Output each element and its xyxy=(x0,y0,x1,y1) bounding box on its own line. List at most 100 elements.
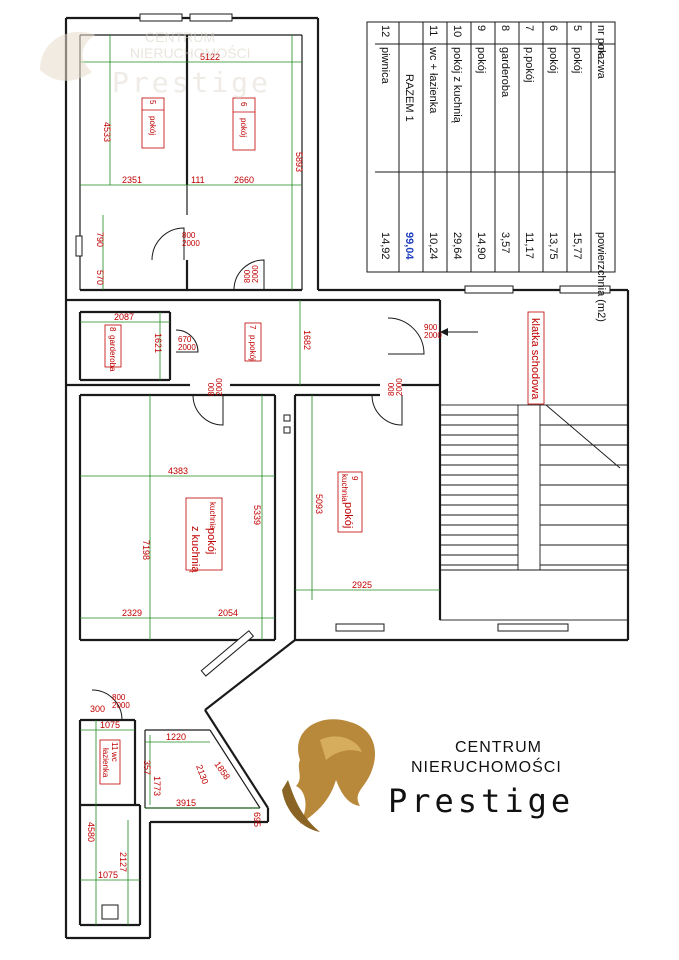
dim-1858: 1858 xyxy=(212,759,232,781)
room-11-nr: 11 xyxy=(110,742,119,751)
room-11-name: wc xyxy=(110,751,119,762)
table-header-cell: powierzchnia (m2) xyxy=(595,232,607,322)
table-cell: 14,90 xyxy=(475,232,487,260)
dim-2054: 2054 xyxy=(218,608,238,618)
watermark-middle: NIERUCHOMOŚCI xyxy=(130,44,251,61)
brand-logo: CENTRUM NIERUCHOMOŚCI Prestige xyxy=(282,719,570,832)
dim-1075-top: 1075 xyxy=(100,720,120,730)
table-cell: pokój xyxy=(547,47,559,73)
dim-1220: 1220 xyxy=(166,732,186,742)
table-cell: 13,75 xyxy=(547,232,559,260)
dim-357: 357 xyxy=(142,760,152,775)
dim-1075-bottom: 1075 xyxy=(98,870,118,880)
door-6-height: 2000 xyxy=(395,378,404,396)
dim-4383: 4383 xyxy=(168,466,188,476)
dim-5093: 5093 xyxy=(314,494,324,514)
door-4-size: 900 xyxy=(424,323,438,332)
stair-name: klatka schodowa xyxy=(529,318,541,400)
brand-top: CENTRUM xyxy=(455,739,542,756)
table-cell: 12 xyxy=(379,25,391,37)
room-6-nr: 6 xyxy=(239,102,248,107)
watermark-main: Prestige xyxy=(112,66,271,99)
room-5-label: 5 pokój xyxy=(141,97,165,149)
room-10-tag: kuchnia xyxy=(208,502,217,530)
dim-1682: 1682 xyxy=(302,330,312,350)
room-11-label: 11 wc łazienka xyxy=(99,739,121,785)
room-7-name: p.pokój xyxy=(248,335,257,361)
dim-5122: 5122 xyxy=(200,52,220,62)
watermark-top: CENTRUM xyxy=(145,29,215,45)
doors: 800 2000 800 2000 670 2000 900 2000 800 … xyxy=(91,227,478,721)
table-cell: 29,64 xyxy=(451,232,463,260)
room-7-nr: 7 xyxy=(248,325,257,330)
dim-111: 111 xyxy=(191,175,205,185)
dim-2351: 2351 xyxy=(122,175,142,185)
table-cell: pokój z kuchnią xyxy=(451,47,463,124)
room-10-sub: z kuchnią xyxy=(189,526,201,573)
table-cell: 14,92 xyxy=(379,232,391,260)
table-cell: 8 xyxy=(499,25,511,31)
door-3-size: 670 xyxy=(178,335,192,344)
table-cell: 15,77 xyxy=(571,232,583,260)
table-cell: 11,17 xyxy=(523,232,535,259)
room-8-label: 8 garderoba xyxy=(104,324,122,372)
room-5-nr: 5 xyxy=(148,100,157,105)
dim-7198: 7198 xyxy=(141,540,151,560)
dim-2130: 2130 xyxy=(194,763,210,785)
table-cell: pokój xyxy=(475,47,487,73)
lion-logo-icon xyxy=(282,719,376,832)
table-total-cell: RAZEM 1 xyxy=(403,74,415,122)
room-9-name: pokój xyxy=(342,502,354,528)
door-1-height: 2000 xyxy=(182,239,200,248)
room-6-label: 6 pokój xyxy=(232,97,256,151)
table-cell: pokój xyxy=(571,47,583,73)
table-header-cell: nazwa xyxy=(595,47,607,80)
watermark-lion-icon xyxy=(40,31,95,81)
room-8-name: garderoba xyxy=(108,335,117,372)
dim-1621: 1621 xyxy=(153,333,163,353)
table-total-cell: 99,04 xyxy=(403,232,415,260)
table-cell: 7 xyxy=(523,25,535,31)
door-5-height: 2000 xyxy=(215,378,224,396)
room-8-nr: 8 xyxy=(108,327,117,332)
table-cell: 10,24 xyxy=(427,232,439,260)
room-labels: 5 pokój 6 pokój 7 p.pokój 8 garderoba 9 … xyxy=(99,97,545,920)
dim-2127: 2127 xyxy=(118,852,128,872)
dim-2087: 2087 xyxy=(114,312,134,322)
dim-1773: 1773 xyxy=(152,776,162,796)
table-cell: piwnica xyxy=(379,47,391,85)
dim-300: 300 xyxy=(90,704,105,714)
table-cell: wc + łazienka xyxy=(427,46,439,114)
table-cell: 5 xyxy=(571,25,583,31)
room-11-sub: łazienka xyxy=(101,748,110,778)
table-cell: 11 xyxy=(427,25,439,36)
brand-middle: NIERUCHOMOŚCI xyxy=(411,757,562,776)
dim-5339: 5339 xyxy=(252,505,262,525)
stair-label: klatka schodowa xyxy=(527,311,545,405)
dim-695: 695 xyxy=(252,812,262,827)
table-cell: 6 xyxy=(547,25,559,31)
dim-570: 570 xyxy=(95,270,105,285)
room-9-label: 9 kuchnia pokój xyxy=(337,471,363,533)
table-cell: garderoba xyxy=(499,47,511,98)
watermark-logo: CENTRUM NIERUCHOMOŚCI Prestige xyxy=(40,29,271,99)
room-9-sub: kuchnia xyxy=(340,474,349,502)
room-7-label: 7 p.pokój xyxy=(244,322,262,362)
room-5-name: pokój xyxy=(148,116,157,135)
dim-2329: 2329 xyxy=(122,608,142,618)
table-cell: 9 xyxy=(475,25,487,31)
door-4-height: 2000 xyxy=(424,331,442,340)
door-7-size: 800 xyxy=(112,693,126,702)
room-10-nr-name: pokój xyxy=(205,528,217,554)
door-6-size: 800 xyxy=(387,382,396,396)
dimension-lines xyxy=(80,35,440,925)
room-9-nr: 9 xyxy=(350,476,359,481)
room-6-name: pokój xyxy=(239,118,248,137)
door-5-size: 800 xyxy=(207,382,216,396)
table-cell: 10 xyxy=(451,25,463,37)
table-cell: p.pokój xyxy=(523,47,535,82)
walls xyxy=(64,16,630,940)
dim-790: 790 xyxy=(95,232,105,247)
door-2-height: 2000 xyxy=(251,265,260,283)
